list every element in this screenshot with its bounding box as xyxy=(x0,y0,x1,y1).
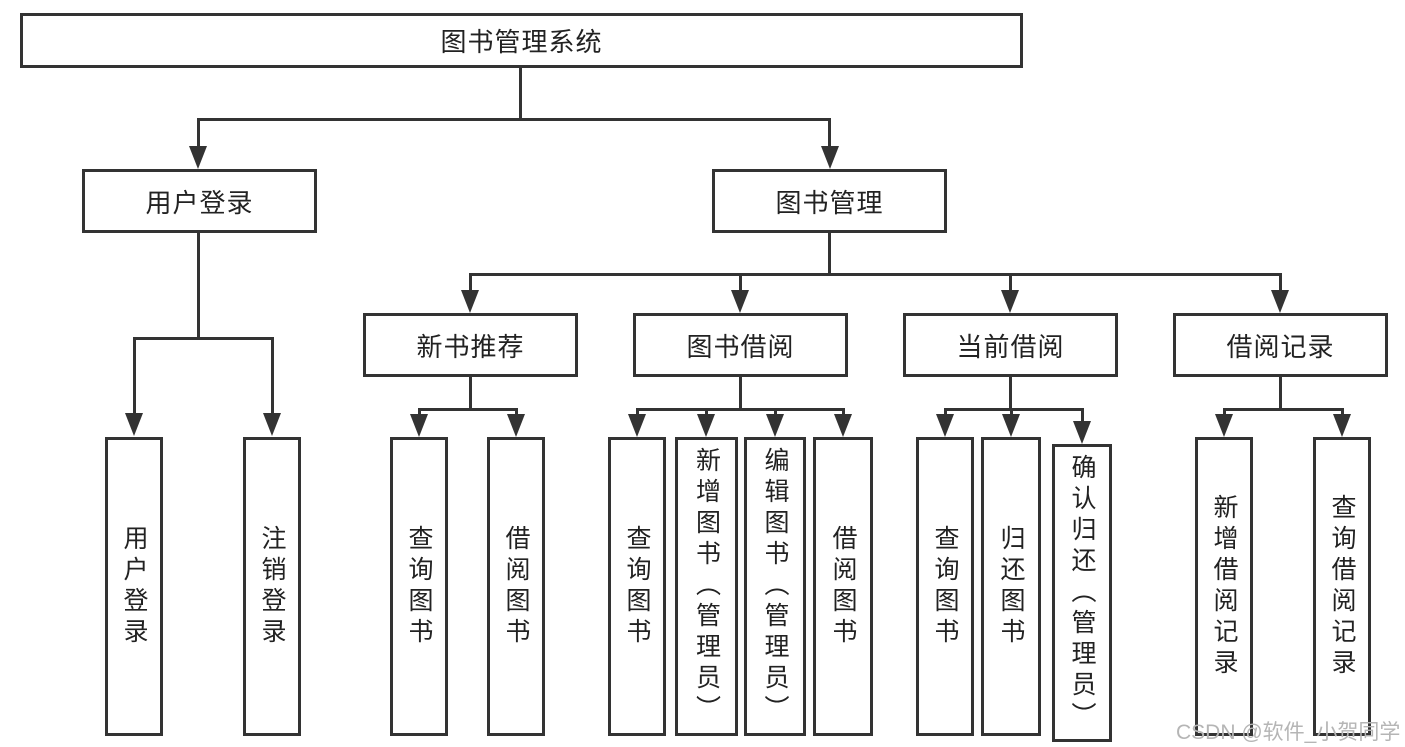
leaf-label: 确认归还（管理员） xyxy=(1068,453,1096,733)
leaf-label: 查询图书 xyxy=(405,524,433,649)
connector-line xyxy=(515,408,518,416)
node-new-book-label: 新书推荐 xyxy=(416,331,525,362)
connector-line xyxy=(739,273,742,293)
leaf-label: 新增借阅记录 xyxy=(1210,493,1238,680)
node-current-borrow: 当前借阅 xyxy=(903,313,1118,377)
leaf-label: 借阅图书 xyxy=(829,524,857,649)
connector-line xyxy=(469,273,1281,276)
connector-line xyxy=(469,377,472,408)
leaf-label: 借阅图书 xyxy=(502,524,530,649)
node-book-borrow-label: 图书借阅 xyxy=(686,331,795,362)
leaf-record-query: 查询借阅记录 xyxy=(1313,437,1371,736)
node-current-borrow-label: 当前借阅 xyxy=(956,331,1065,362)
connector-line xyxy=(774,408,777,416)
connector-line xyxy=(197,233,200,337)
connector-line xyxy=(197,118,200,150)
connector-line xyxy=(1009,377,1012,408)
connector-line xyxy=(133,337,273,340)
node-new-book: 新书推荐 xyxy=(363,313,578,377)
node-borrow-record: 借阅记录 xyxy=(1173,313,1388,377)
arrowhead-down-icon xyxy=(1073,421,1091,444)
leaf-label: 归还图书 xyxy=(997,524,1025,649)
connector-line xyxy=(1009,273,1012,293)
connector-line xyxy=(133,337,136,415)
connector-line xyxy=(469,273,472,293)
arrowhead-down-icon xyxy=(1271,290,1289,313)
arrowhead-down-icon xyxy=(263,413,281,436)
connector-line xyxy=(636,408,845,411)
connector-line xyxy=(828,118,831,150)
csdn-watermark: CSDN @软件_小贺同学 xyxy=(1176,721,1401,744)
leaf-newbook-borrow: 借阅图书 xyxy=(487,437,545,736)
arrowhead-down-icon xyxy=(189,146,207,169)
arrowhead-down-icon xyxy=(628,414,646,437)
arrowhead-down-icon xyxy=(1333,414,1351,437)
connector-line xyxy=(1341,408,1344,416)
arrowhead-down-icon xyxy=(507,414,525,437)
node-borrow-record-label: 借阅记录 xyxy=(1226,331,1335,362)
connector-line xyxy=(1081,408,1084,423)
arrowhead-down-icon xyxy=(125,413,143,436)
connector-line xyxy=(828,233,831,273)
connector-line xyxy=(705,408,708,416)
node-book-borrow: 图书借阅 xyxy=(633,313,848,377)
leaf-record-add: 新增借阅记录 xyxy=(1195,437,1253,736)
node-book-mgmt: 图书管理 xyxy=(712,169,947,233)
arrowhead-down-icon xyxy=(766,414,784,437)
leaf-label: 查询借阅记录 xyxy=(1328,493,1356,680)
connector-line xyxy=(1279,377,1282,408)
leaf-label: 编辑图书（管理员） xyxy=(761,447,789,726)
connector-line xyxy=(1223,408,1344,411)
connector-line xyxy=(519,68,522,118)
leaf-borrow-add-admin: 新增图书（管理员） xyxy=(675,437,738,736)
connector-line xyxy=(418,408,518,411)
node-root-label: 图书管理系统 xyxy=(440,27,603,57)
leaf-label: 查询图书 xyxy=(623,524,651,649)
leaf-borrow-edit-admin: 编辑图书（管理员） xyxy=(744,437,806,736)
leaf-label: 新增图书（管理员） xyxy=(692,447,721,726)
leaf-borrow-query: 查询图书 xyxy=(608,437,666,736)
connector-line xyxy=(1279,273,1282,293)
connector-line xyxy=(842,408,845,416)
leaf-label: 注销登录 xyxy=(258,524,286,649)
arrowhead-down-icon xyxy=(1215,414,1233,437)
connector-line xyxy=(197,118,831,121)
leaf-logout: 注销登录 xyxy=(243,437,301,736)
arrowhead-down-icon xyxy=(461,290,479,313)
node-user-login: 用户登录 xyxy=(82,169,317,233)
connector-line xyxy=(1010,408,1013,416)
connector-line xyxy=(739,377,742,408)
connector-line xyxy=(1223,408,1226,416)
leaf-label: 用户登录 xyxy=(120,524,148,649)
node-user-login-label: 用户登录 xyxy=(145,187,254,218)
connector-line xyxy=(944,408,947,416)
leaf-newbook-query: 查询图书 xyxy=(390,437,448,736)
node-book-mgmt-label: 图书管理 xyxy=(775,187,884,218)
arrowhead-down-icon xyxy=(697,414,715,437)
node-root: 图书管理系统 xyxy=(20,13,1023,68)
leaf-current-confirm-admin: 确认归还（管理员） xyxy=(1052,444,1112,742)
connector-line xyxy=(271,337,274,415)
arrowhead-down-icon xyxy=(1002,414,1020,437)
leaf-current-return: 归还图书 xyxy=(981,437,1041,736)
arrowhead-down-icon xyxy=(410,414,428,437)
arrowhead-down-icon xyxy=(936,414,954,437)
leaf-current-query: 查询图书 xyxy=(916,437,974,736)
arrowhead-down-icon xyxy=(731,290,749,313)
connector-line xyxy=(636,408,639,416)
leaf-borrow-book: 借阅图书 xyxy=(813,437,873,736)
arrowhead-down-icon xyxy=(834,414,852,437)
leaf-user-login: 用户登录 xyxy=(105,437,163,736)
connector-line xyxy=(944,408,1084,411)
arrowhead-down-icon xyxy=(1001,290,1019,313)
arrowhead-down-icon xyxy=(821,146,839,169)
leaf-label: 查询图书 xyxy=(931,524,959,649)
connector-line xyxy=(418,408,421,416)
